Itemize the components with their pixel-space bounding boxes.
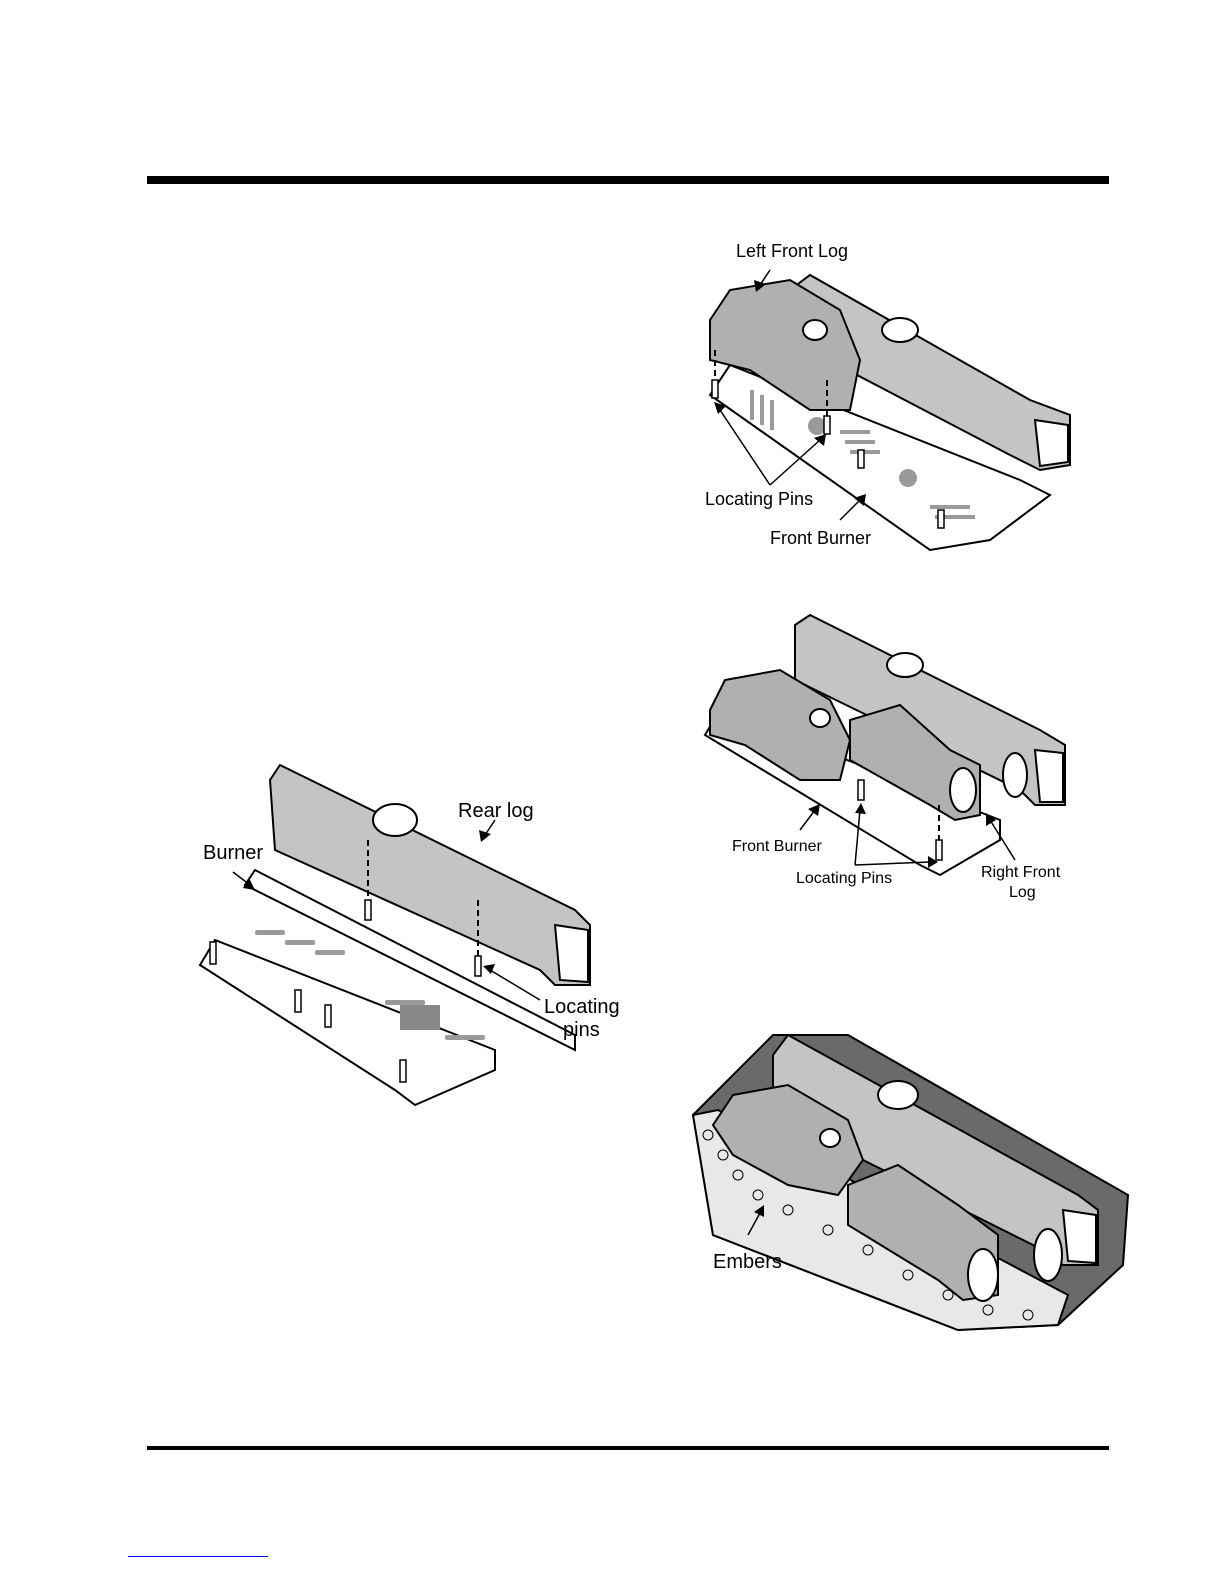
figure-rear-log: Rear log Burner Locating pins (195, 760, 635, 1110)
label-locating-pins-line2: pins (563, 1019, 600, 1041)
label-burner: Burner (203, 842, 263, 864)
label-right-front-log-line1: Right Front (981, 864, 1061, 881)
top-rule (147, 176, 1109, 184)
label-locating-pins-line1: Locating (544, 996, 620, 1018)
figure-right-front-log: Front Burner Locating Pins Right Front L… (700, 610, 1090, 910)
illustration-rear-log: Rear log Burner Locating pins (195, 760, 635, 1110)
label-left-front-log: Left Front Log (736, 241, 848, 261)
illustration-embers: Embers (688, 1025, 1133, 1335)
label-rear-log: Rear log (458, 800, 534, 822)
label-locating-pins: Locating Pins (705, 489, 813, 509)
label-front-burner: Front Burner (732, 838, 822, 855)
footer-link-underline[interactable] (128, 1556, 268, 1557)
label-embers: Embers (713, 1251, 782, 1273)
bottom-rule (147, 1446, 1109, 1450)
figure-embers: Embers (688, 1025, 1133, 1335)
label-front-burner: Front Burner (770, 528, 871, 548)
figure-left-front-log: Left Front Log Locating Pins Front Burne… (690, 230, 1090, 560)
illustration-right-front-log: Front Burner Locating Pins Right Front L… (700, 610, 1090, 910)
label-locating-pins: Locating Pins (796, 870, 892, 887)
illustration-left-front-log: Left Front Log Locating Pins Front Burne… (690, 230, 1090, 560)
label-right-front-log-line2: Log (1009, 884, 1036, 901)
